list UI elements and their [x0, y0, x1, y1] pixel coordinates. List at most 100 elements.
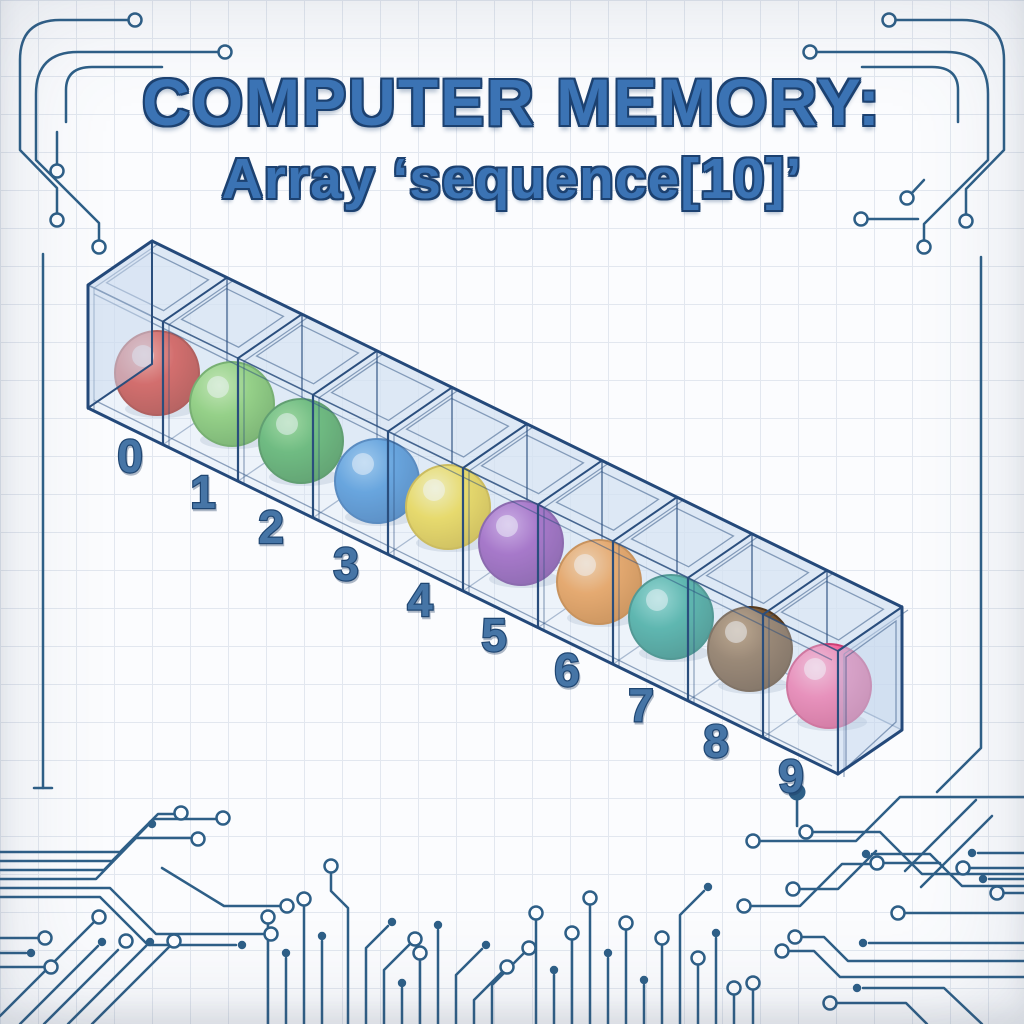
circuit-pad-icon	[899, 190, 915, 206]
circuit-pad-icon	[798, 824, 814, 840]
divider-top-inner	[768, 572, 834, 618]
circuit-via-icon	[858, 938, 868, 948]
circuit-pad-icon	[745, 833, 761, 849]
front-top-inner-edge	[93, 293, 833, 661]
circuit-node-icon	[788, 783, 806, 801]
ball-highlight-icon	[804, 658, 826, 680]
box-front-glass	[86, 239, 909, 777]
circuit-trace	[18, 944, 100, 1024]
circuit-trace	[836, 1001, 929, 1024]
circuit-pad-icon	[989, 885, 1005, 901]
circuit-pad-icon	[118, 933, 134, 949]
divider-top-edge	[687, 532, 753, 579]
circuit-pad-icon	[869, 855, 885, 871]
circuit-trace	[678, 889, 706, 1024]
ball-highlight-icon	[352, 453, 374, 475]
circuit-via-icon	[26, 948, 36, 958]
circuit-pad-icon	[745, 975, 761, 991]
circuit-pad-icon	[91, 239, 107, 255]
right-face-inner-rim	[845, 619, 897, 770]
divider-top-edge	[762, 569, 828, 616]
box-silhouette	[86, 239, 904, 776]
index-label-4: 4	[407, 574, 433, 626]
circuit-pad-icon	[260, 909, 276, 925]
circuit-trace	[759, 795, 1024, 843]
circuit-trace	[64, 65, 164, 124]
circuit-trace	[90, 944, 172, 1024]
circuit-pad-icon	[654, 930, 670, 946]
circuit-via-icon	[549, 965, 559, 975]
divider-top-inner	[468, 426, 534, 472]
cell-top-rim	[630, 507, 735, 568]
circuit-via-icon	[237, 940, 247, 950]
circuit-via-icon	[397, 978, 407, 988]
circuit-pad-icon	[853, 211, 869, 227]
circuit-trace	[0, 812, 176, 854]
circuit-trace	[364, 924, 390, 1024]
circuit-trace	[18, 18, 130, 215]
circuit-trace	[860, 65, 960, 124]
circuit-via-icon	[967, 848, 977, 858]
circuit-pad-icon	[802, 44, 818, 60]
circuit-pad-icon	[166, 933, 182, 949]
front-bottom-inner-edge	[93, 399, 833, 767]
cell-top-rim	[780, 580, 885, 641]
index-label-9: 9	[778, 750, 804, 802]
circuit-via-icon	[387, 917, 397, 927]
divider-top-edge	[462, 423, 528, 469]
circuit-pad-icon	[881, 12, 897, 28]
circuit-pad-icon	[618, 915, 634, 931]
circuit-pad-icon	[173, 805, 189, 821]
circuit-pad-icon	[91, 909, 107, 925]
circuit-via-icon	[603, 948, 613, 958]
circuit-pad-icon	[564, 925, 580, 941]
index-label-6: 6	[554, 644, 580, 696]
divider-top-edge	[237, 313, 303, 360]
circuit-pad-icon	[958, 213, 974, 229]
index-label-8: 8	[703, 715, 729, 767]
circuit-pad-icon	[822, 995, 838, 1011]
cell-top-rim	[255, 324, 360, 385]
circuit-via-icon	[147, 819, 157, 829]
circuit-pad-icon	[43, 959, 59, 975]
ball-highlight-icon	[207, 376, 229, 398]
circuit-pad-icon	[215, 810, 231, 826]
circuit-trace	[788, 949, 1024, 979]
divider-top-inner	[168, 280, 234, 326]
circuit-via-icon	[703, 882, 713, 892]
circuit-trace	[0, 886, 266, 936]
cell-top-rim	[705, 544, 810, 605]
circuit-trace	[870, 852, 1024, 888]
circuit-pad-icon	[736, 898, 752, 914]
divider-top-inner	[393, 389, 459, 435]
circuit-pad-icon	[296, 891, 312, 907]
ball-highlight-icon	[646, 589, 668, 611]
circuit-pad-icon	[787, 929, 803, 945]
index-label-1: 1	[190, 466, 216, 518]
divider-top-edge	[162, 276, 228, 323]
circuit-via-icon	[97, 937, 107, 947]
circuit-via-icon	[639, 975, 649, 985]
index-label-7: 7	[628, 679, 654, 731]
circuit-pad-icon	[916, 239, 932, 255]
divider-top-edge	[537, 459, 603, 506]
circuit-trace	[801, 935, 1024, 963]
circuit-trace	[160, 866, 282, 908]
circuit-via-icon	[281, 948, 291, 958]
circuit-pad-icon	[774, 943, 790, 959]
circuit-pad-icon	[49, 163, 65, 179]
circuit-trace	[66, 944, 148, 1024]
circuit-via-icon	[711, 928, 721, 938]
circuit-trace	[894, 18, 1006, 216]
circuit-via-icon	[978, 874, 988, 884]
ball-highlight-icon	[496, 515, 518, 537]
circuit-pad-icon	[407, 931, 423, 947]
ball-highlight-icon	[574, 554, 596, 576]
circuit-pad-icon	[127, 12, 143, 28]
circuit-trace	[0, 817, 218, 863]
divider-top-inner	[693, 536, 759, 582]
cell-top-rim	[180, 287, 285, 348]
circuit-trace	[903, 798, 978, 873]
